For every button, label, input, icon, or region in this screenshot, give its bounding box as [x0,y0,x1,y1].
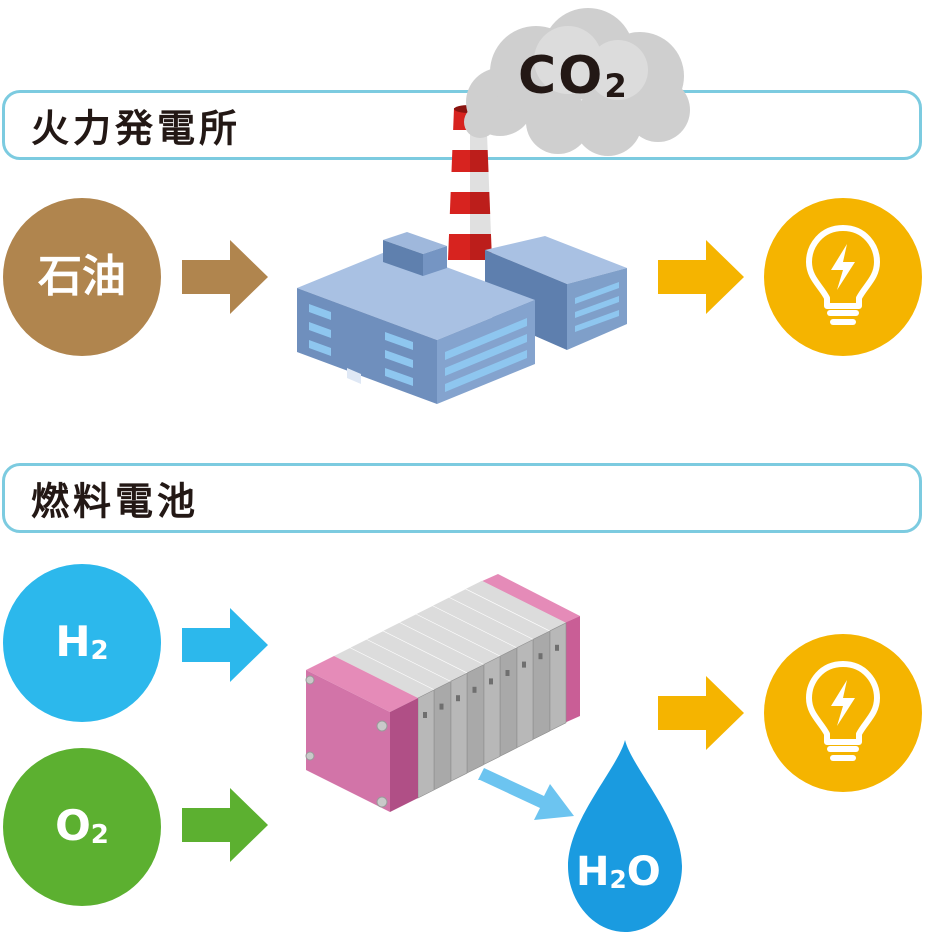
arrow-icon [478,768,574,820]
electricity-circle [764,634,922,792]
lightbulb-icon [806,661,880,761]
fuel-cell-bolt [538,653,543,660]
thermal-title: 火力発電所 [31,106,242,151]
arrow-icon [182,240,268,314]
co2-label: CO2 [518,46,629,106]
fuel-cell-plate-top [400,614,500,665]
hydrogen-label: H2 [55,617,109,667]
fuel-cell-bolt [505,670,510,676]
fuel-cell-title: 燃料電池 [31,479,200,524]
fuel-cell-stack-icon [305,574,580,812]
fuel-cell-bolt [472,686,477,693]
hydrogen-circle: H2 [3,564,161,722]
oil-circle: 石油 [3,198,161,356]
fuel-cell-plate-top [466,580,566,631]
fuel-cell-bolt [439,703,444,710]
fuel-cell-plate [417,689,435,799]
fuel-cell-plate [549,622,567,732]
electricity-circle [764,198,922,356]
oxygen-label: O2 [55,801,109,851]
fuel-cell-plate [483,655,501,765]
oil-label: 石油 [38,251,126,302]
fuel-cell-plate [450,672,468,782]
fuel-cell-plate-top [449,589,550,640]
fuel-cell-bolt [555,644,559,651]
fuel-cell-plate-top [383,622,484,673]
fuel-cell-bolt [489,678,493,685]
fuel-cell-bolt [456,695,460,702]
factory-icon [297,232,627,404]
fuel-cell-plate [434,681,451,791]
fuel-cell-bolt [522,661,526,668]
water-label: H2O [576,849,661,895]
arrow-icon [658,240,744,314]
oxygen-circle: O2 [3,748,161,906]
fuel-cell-banner: 燃料電池 [2,463,922,533]
lightbulb-icon [806,225,880,325]
fuel-cell-plate [516,639,534,749]
fuel-cell-plate-top [367,631,467,682]
arrow-icon [658,676,744,750]
arrow-icon [182,608,268,682]
fuel-cell-plate-top [334,648,434,698]
water-drop-icon [568,740,682,932]
smoke-cloud-icon [464,8,690,156]
fuel-cell-plate [533,630,550,740]
fuel-cell-plate-top [416,606,517,656]
fuel-cell-plate-top [433,597,533,648]
fuel-cell-plate-top [350,639,451,690]
fuel-cell-bolt [423,712,427,718]
fuel-cell-plate [500,647,517,757]
fuel-cell-plate [467,664,484,774]
arrow-icon [182,788,268,862]
